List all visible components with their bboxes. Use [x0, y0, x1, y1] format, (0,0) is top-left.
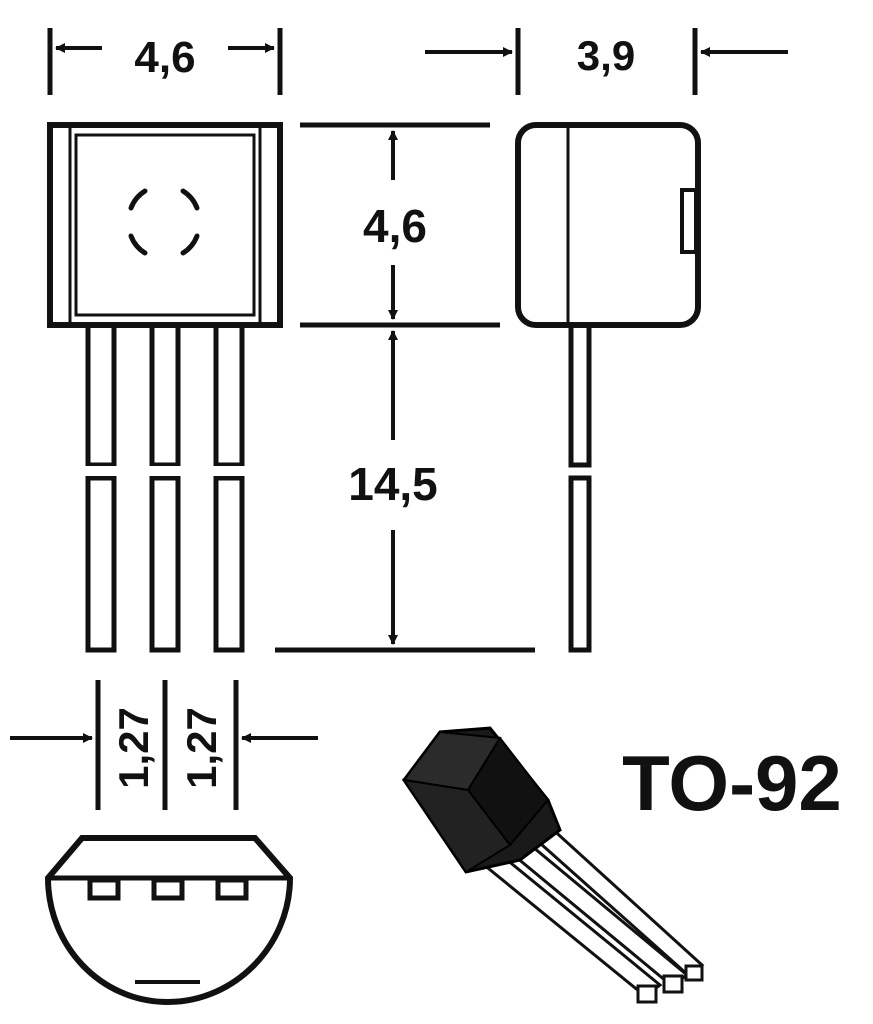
dim-lead-pitch: 1,27 1,27	[10, 680, 318, 810]
label-body-depth: 3,9	[577, 32, 635, 79]
lead-center-lower	[149, 475, 181, 653]
dim-body-width: 4,6	[47, 28, 283, 95]
package-title: TO-92	[622, 739, 842, 827]
side-lead-lower	[568, 475, 592, 653]
bottom-lead-3	[215, 877, 249, 901]
label-lead-length: 14,5	[348, 458, 438, 510]
bottom-body-outline	[44, 835, 294, 1006]
bottom-lead-2	[151, 877, 185, 901]
front-body-outline	[47, 122, 283, 328]
front-leads	[85, 322, 245, 653]
label-lead-pitch-1: 1,27	[110, 707, 157, 789]
bottom-lead-1	[87, 877, 121, 901]
lead-left-lower	[85, 475, 117, 653]
front-view	[47, 122, 283, 653]
side-view: 3,9	[425, 28, 788, 653]
side-lead-upper	[568, 322, 592, 468]
lead-right-upper	[213, 322, 245, 468]
dim-lead-length: 14,5	[275, 330, 535, 653]
label-body-height: 4,6	[363, 200, 427, 252]
bottom-view	[44, 835, 294, 1006]
lead-center-upper	[149, 322, 181, 468]
label-lead-pitch-2: 1,27	[178, 707, 225, 789]
lead-left-upper	[85, 322, 117, 468]
to92-3d-illustration	[401, 726, 705, 1004]
side-body-tab	[680, 188, 698, 254]
front-body-face	[74, 133, 256, 317]
label-body-width: 4,6	[134, 33, 195, 82]
dashed-circle-mark	[128, 188, 200, 256]
dim-body-height: 4,6	[300, 122, 500, 328]
side-body-outline	[515, 122, 701, 328]
lead-right-lower	[213, 475, 245, 653]
